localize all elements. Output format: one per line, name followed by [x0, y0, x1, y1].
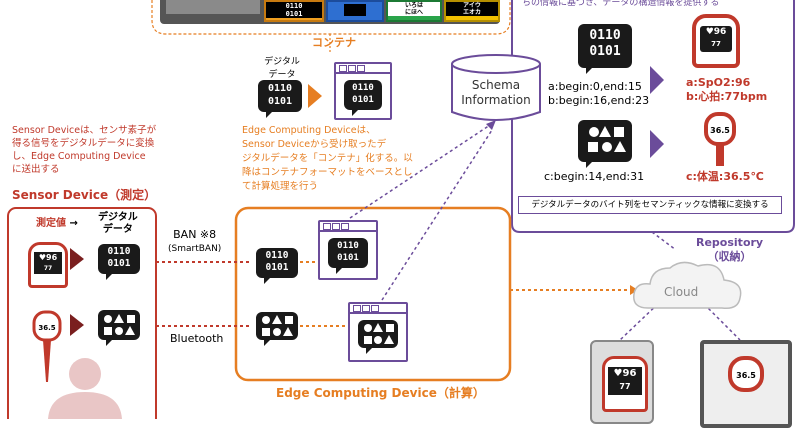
thermometer-icon-sensor: 36.5: [32, 310, 62, 382]
repository-note: ちの情報に基づき、データの構造情報を提供する: [522, 0, 720, 8]
cloud-icon: [633, 261, 742, 310]
bluetooth-label: Bluetooth: [170, 332, 224, 345]
mapping-result-2: c:体温:36.5℃: [686, 170, 764, 183]
svg-text:36.5: 36.5: [736, 371, 756, 380]
digital-data-label: デジタルデータ: [264, 57, 300, 80]
ban-label: BAN ※8(SmartBAN): [168, 228, 222, 254]
sensor-box-header: 測定値 →: [36, 218, 78, 229]
edge-description: Edge Computing Deviceは、Sensor Deviceから受け…: [242, 125, 413, 192]
mapping-ranges-2: c:begin:14,end:31: [544, 170, 645, 183]
edge-shapes-bubble: [256, 312, 298, 346]
person-icon: [48, 358, 122, 419]
connector-layer: [7, 0, 795, 419]
laptop-device: 36.5: [700, 340, 792, 428]
container-car-3: いろは にほへ: [386, 0, 442, 22]
thermometer-icon-repo: 36.5: [704, 112, 736, 166]
edge-title: Edge Computing Device（計算）: [276, 386, 485, 400]
edge-frame: [234, 206, 512, 382]
sensor-shapes-bubble: [98, 310, 140, 346]
mapping-shapes-bubble: [578, 120, 632, 168]
container-car-2: [326, 0, 384, 22]
schema-database-icon: [451, 54, 541, 121]
sensor-frame: [7, 207, 157, 419]
mapping-footer: デジタルデータのバイト列をセマンティックな情報に変換する: [518, 196, 782, 214]
edge-container-window-2: [348, 302, 408, 362]
container-train: 0110 0101 いろは にほへ アイウ エオカ: [160, 0, 500, 24]
container-label: コンテナ: [312, 36, 356, 49]
sensor-box-digital-label: デジタルデータ: [98, 212, 138, 235]
container-car-1: 0110 0101: [264, 0, 324, 22]
container-car-4: アイウ エオカ: [444, 0, 500, 22]
convert-arrow: [308, 84, 322, 108]
sensor-description: Sensor Deviceは、センサ素子が得る信号をデジタルデータに変換し、Ed…: [12, 125, 157, 175]
container-outline: [151, 0, 511, 35]
repository-title: Repository（収納）: [696, 236, 764, 263]
sensor-title: Sensor Device（測定）: [12, 188, 157, 202]
svg-text:36.5: 36.5: [38, 324, 55, 332]
svg-text:36.5: 36.5: [710, 126, 730, 135]
cloud-label: Cloud: [664, 285, 699, 299]
